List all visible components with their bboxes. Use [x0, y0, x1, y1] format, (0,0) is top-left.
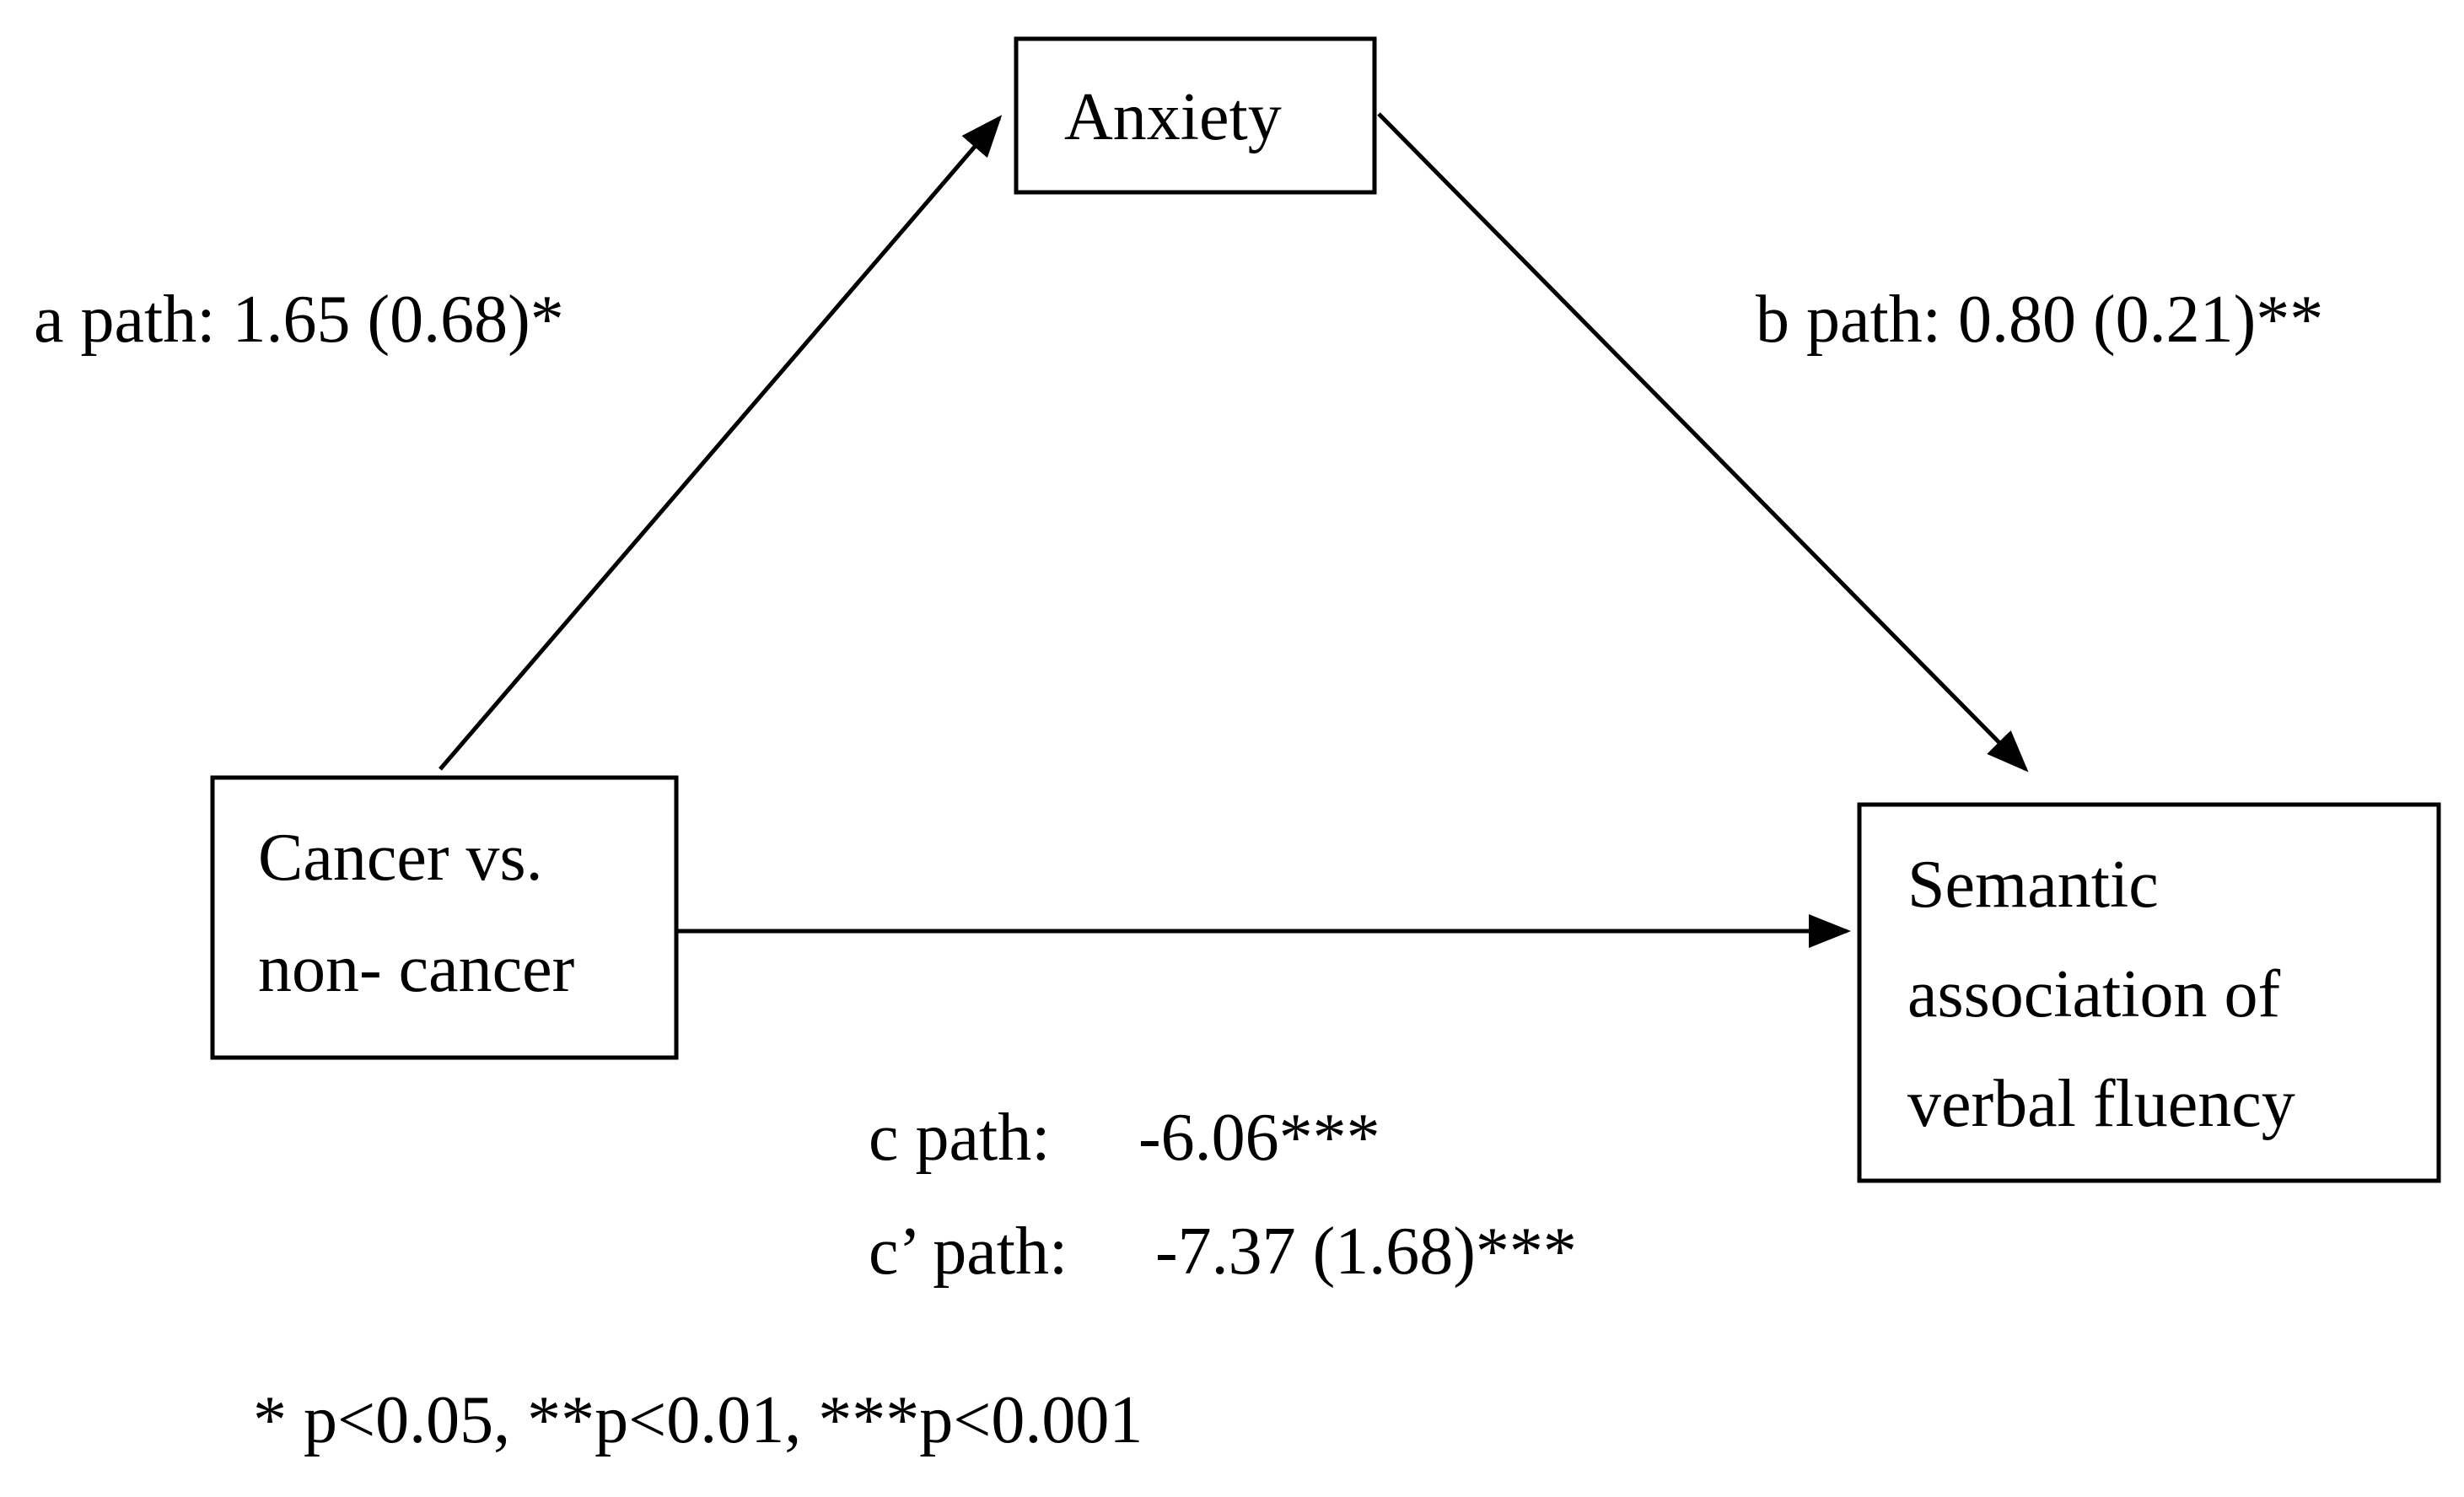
- c-prime-path-value: -7.37 (1.68)***: [1155, 1214, 1577, 1289]
- node-anxiety-label: Anxiety: [1064, 80, 1282, 154]
- node-anxiety-box: [1014, 36, 1377, 195]
- node-semantic: Semantic association of verbal fluency: [1857, 802, 2441, 1183]
- a-path-label: a path: 1.65 (0.68)*: [34, 283, 564, 357]
- node-cancer: Cancer vs. non- cancer: [210, 775, 679, 1060]
- significance-footnote: * p<0.05, **p<0.01, ***p<0.001: [253, 1383, 1143, 1457]
- node-cancer-label-line-1: Cancer vs.: [258, 821, 543, 895]
- node-semantic-label-line-1: Semantic: [1907, 848, 2159, 922]
- node-cancer-label-line-2: non- cancer: [258, 932, 574, 1006]
- edge-b-arrow: [1377, 112, 2029, 773]
- node-semantic-box: [1857, 802, 2441, 1183]
- b-path-label: b path: 0.80 (0.21)**: [1756, 283, 2323, 357]
- c-prime-path-label: c’ path:: [869, 1214, 1068, 1289]
- node-semantic-label-line-2: association of: [1907, 957, 2280, 1031]
- node-semantic-label-line-3: verbal fluency: [1907, 1067, 2295, 1141]
- c-path-value: -6.06***: [1138, 1101, 1380, 1175]
- node-anxiety: Anxiety: [1014, 36, 1377, 195]
- c-path-label: c path:: [869, 1101, 1050, 1175]
- node-cancer-box: [210, 775, 679, 1060]
- edge-a-arrow: [438, 115, 1003, 771]
